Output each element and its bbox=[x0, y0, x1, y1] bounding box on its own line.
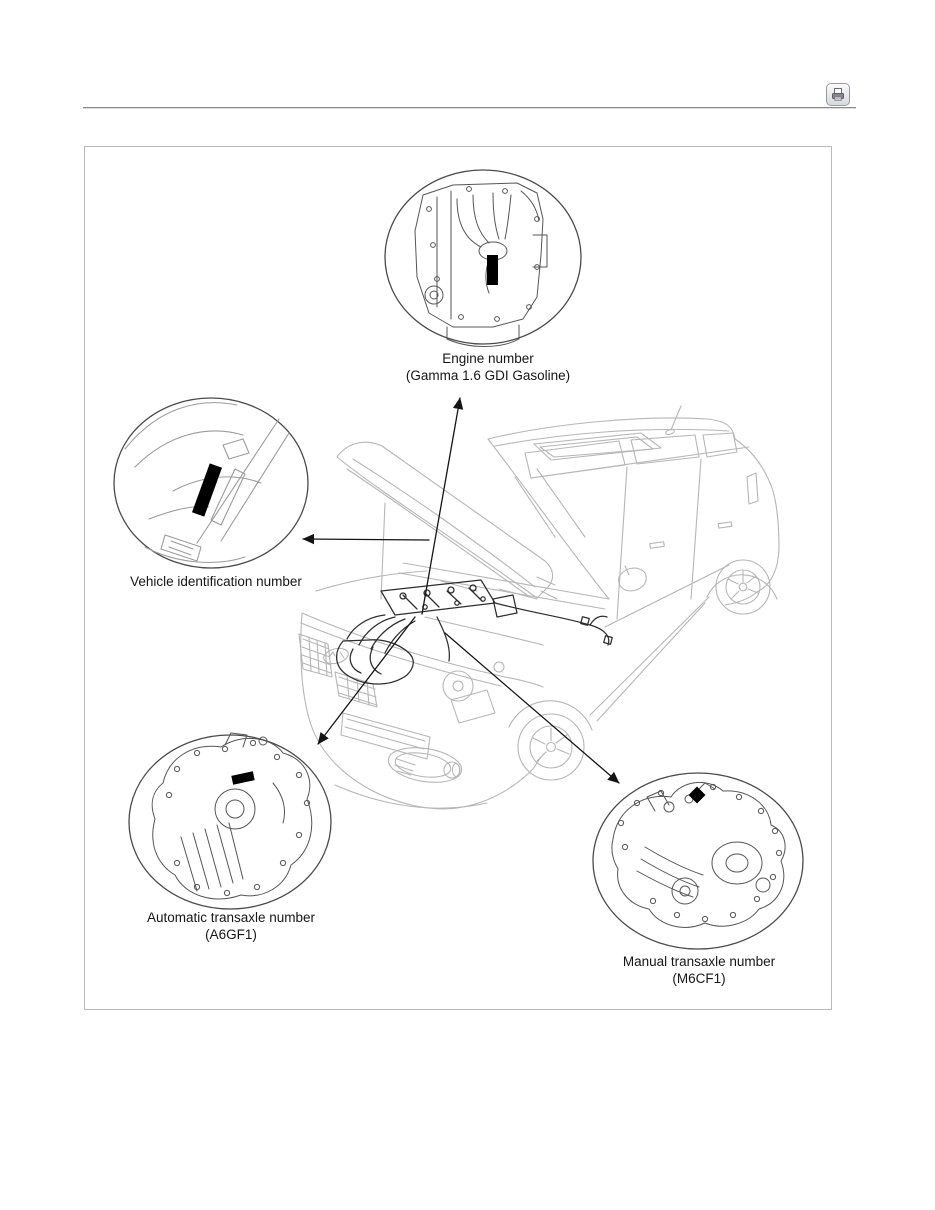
auto-transaxle-number-marker bbox=[231, 771, 255, 785]
header-rule bbox=[83, 107, 856, 108]
printer-icon bbox=[832, 87, 844, 101]
manual-transaxle-line2: (M6CF1) bbox=[672, 971, 726, 986]
manual-transaxle-label: Manual transaxle number (M6CF1) bbox=[574, 953, 824, 987]
engine-number-label: Engine number (Gamma 1.6 GDI Gasoline) bbox=[338, 350, 638, 384]
vin-label: Vehicle identification number bbox=[111, 573, 321, 590]
car-illustration bbox=[298, 405, 780, 810]
auto-transaxle-arrow bbox=[317, 616, 416, 745]
engine-number-line1: Engine number bbox=[442, 351, 534, 366]
engine-arrow bbox=[421, 397, 464, 615]
automatic-transaxle-line2: (A6GF1) bbox=[205, 927, 257, 942]
callout-arrows bbox=[302, 397, 620, 784]
identification-figure-box: Engine number (Gamma 1.6 GDI Gasoline) V… bbox=[84, 146, 832, 1010]
engine-callout bbox=[384, 169, 582, 347]
vin-plate-marker bbox=[191, 463, 223, 517]
identification-diagram bbox=[113, 169, 804, 950]
print-button[interactable] bbox=[826, 83, 850, 106]
manual-transaxle-arrow bbox=[444, 632, 620, 784]
vin-callout bbox=[113, 397, 309, 569]
vin-line1: Vehicle identification number bbox=[130, 574, 302, 589]
manual-transaxle-line1: Manual transaxle number bbox=[622, 954, 776, 969]
auto-transaxle-callout bbox=[128, 732, 332, 910]
engine-bay-engine bbox=[336, 579, 613, 685]
automatic-transaxle-line1: Automatic transaxle number bbox=[146, 910, 316, 925]
automatic-transaxle-label: Automatic transaxle number (A6GF1) bbox=[106, 909, 356, 943]
engine-number-line2: (Gamma 1.6 GDI Gasoline) bbox=[405, 368, 571, 383]
manual-transaxle-callout bbox=[592, 772, 804, 950]
manual-transaxle-number-marker bbox=[688, 786, 706, 804]
engine-number-marker bbox=[487, 255, 498, 285]
vin-arrow bbox=[302, 533, 430, 545]
